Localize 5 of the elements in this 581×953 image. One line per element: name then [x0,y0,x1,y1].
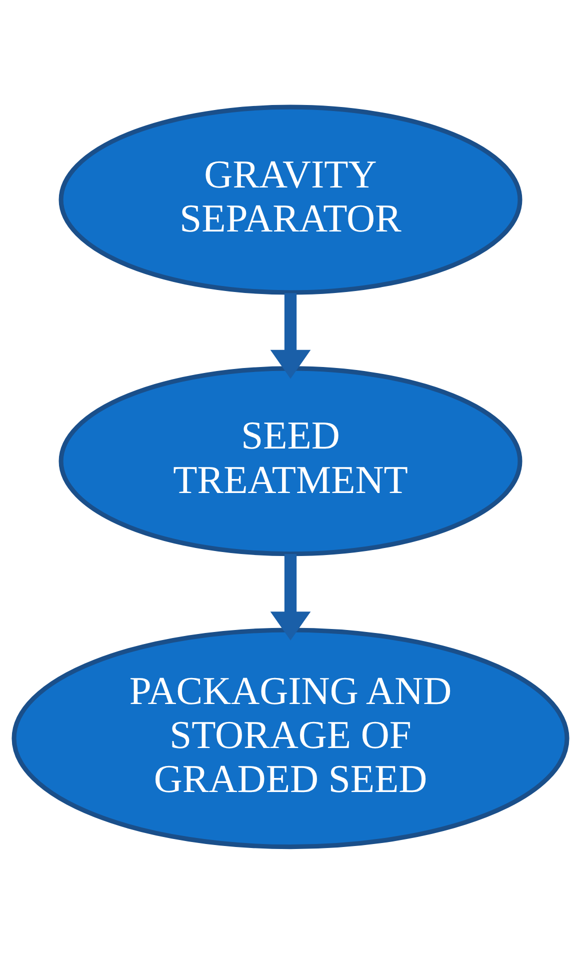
arrow [270,553,311,640]
node-ellipse: GRAVITY SEPARATOR [58,104,522,294]
node-ellipse: PACKAGING AND STORAGE OF GRADED SEED [12,627,570,849]
arrow [270,292,311,378]
node-ellipse: SEED TREATMENT [58,366,522,556]
